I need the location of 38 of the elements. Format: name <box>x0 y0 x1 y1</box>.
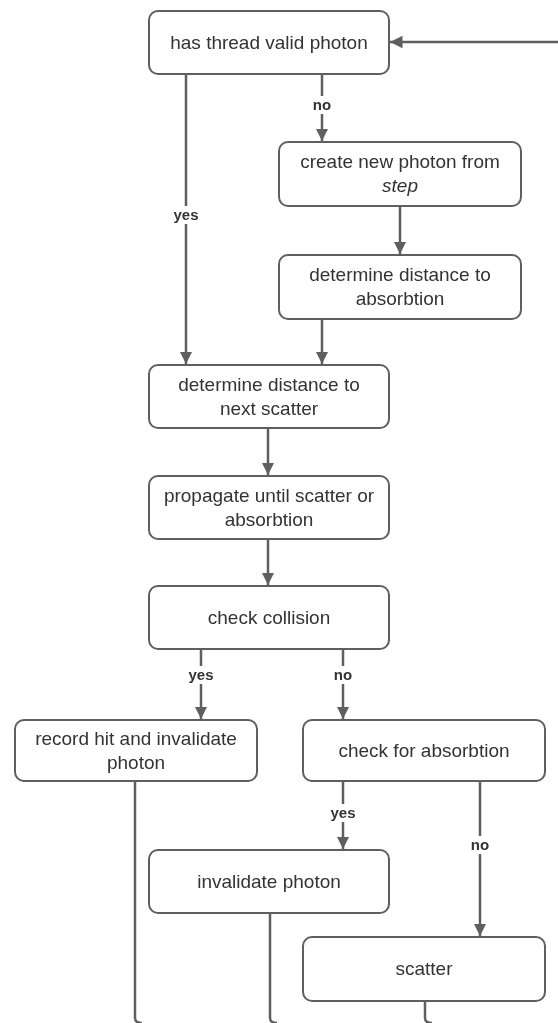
process-box <box>278 141 522 207</box>
process-box <box>148 475 390 540</box>
connector-line <box>268 914 278 1023</box>
edge-label: yes <box>171 206 201 224</box>
process-box <box>148 849 390 914</box>
box-text: invalidate photon <box>197 869 341 894</box>
box-text: check for absorbtion <box>338 738 510 763</box>
edge-label: yes <box>186 666 216 684</box>
box-text: scatter <box>395 957 453 981</box>
box-text: has thread valid photon <box>170 30 368 55</box>
edge-label: no <box>468 836 492 854</box>
process-box <box>302 936 546 1002</box>
process-box <box>278 254 522 320</box>
arrow <box>315 320 329 364</box>
box-text: propagate until scatter or absorbtion <box>162 483 376 532</box>
process-box <box>148 364 390 429</box>
box-text: determine distance to absorbtion <box>308 263 492 311</box>
arrow <box>473 782 487 936</box>
connector-line <box>423 1002 433 1023</box>
process-box <box>148 585 390 650</box>
arrow <box>261 540 275 585</box>
connector-line <box>133 782 143 1023</box>
edge-label: no <box>310 96 334 114</box>
box-text: create new photon from step <box>299 150 501 198</box>
arrow <box>261 429 275 475</box>
arrow <box>179 75 193 364</box>
arrow <box>393 207 407 254</box>
box-text: determine distance to next scatter <box>177 372 361 421</box>
arrow <box>390 35 558 49</box>
edge-label: yes <box>328 804 358 822</box>
box-text: record hit and invalidate photon <box>34 726 238 775</box>
box-text: check collision <box>207 605 331 630</box>
process-box <box>302 719 546 782</box>
arrow <box>315 75 329 141</box>
process-box <box>148 10 390 75</box>
edge-label: no <box>331 666 355 684</box>
arrow <box>336 650 350 719</box>
process-box <box>14 719 258 782</box>
